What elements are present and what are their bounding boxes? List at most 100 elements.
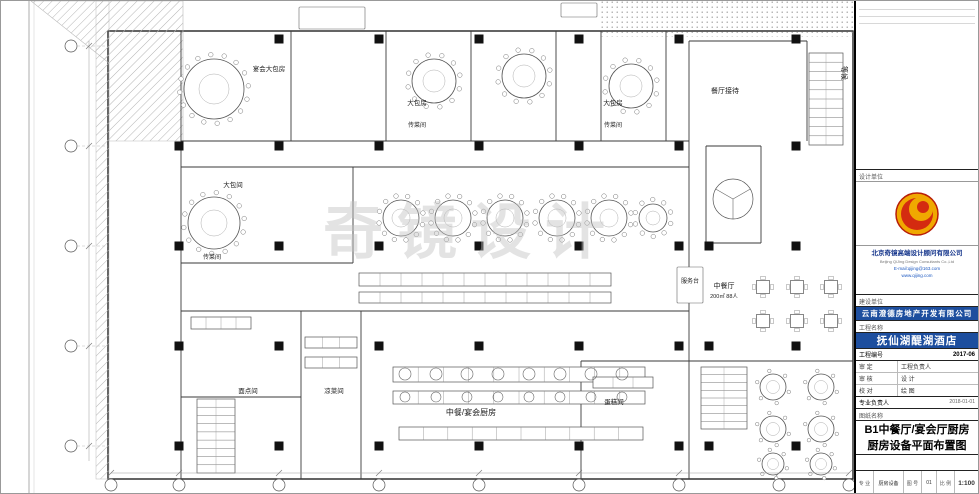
column [791,341,801,351]
equipment-counter [304,356,358,369]
chair [200,192,206,198]
chair [815,368,820,373]
revision-row [859,17,975,24]
chair [495,236,501,243]
grid-bubble [172,478,186,492]
column [474,441,484,451]
round-table [382,199,420,237]
chair [213,190,219,196]
scale-value: 1:100 [958,479,975,487]
chair [539,92,545,98]
approval-table: 审 定 工程负责人 审 核 设 计 校 对 绘 图 [856,361,978,397]
round-table [590,199,628,237]
chair [806,438,811,443]
plan-box [676,266,704,304]
room-label: 蛋糕间 [604,397,624,406]
grid-bubble [64,39,78,53]
chair [767,447,772,452]
chair [423,103,429,109]
round-table [809,452,833,476]
chair [405,84,411,90]
company-info: 北京奇镜高端设计顾问有限公司 Beijing QiJing Design Con… [856,246,978,295]
chair [497,193,503,199]
chair [537,230,544,236]
chair [437,104,443,110]
chair [419,222,426,228]
sheet-title: B1中餐厅/宴会厅厨房 厨房设备平面布置图 [856,421,978,455]
logo-swirl-icon [895,191,939,236]
project-label: 工程名称 [856,321,978,333]
chair [472,210,478,216]
chair [539,198,545,205]
watermark-text: 奇镜设计 [323,199,619,266]
chair [621,231,627,238]
chair [222,248,228,254]
chair [449,97,455,103]
chair [569,231,575,238]
chair [561,193,567,200]
chair [822,443,827,448]
chair [241,215,247,222]
revision-row [859,10,975,17]
column [374,241,384,251]
chair [611,237,617,243]
approval-cell: 审 定 [856,361,898,373]
room-label: 面点间 [238,387,258,395]
chair [755,422,760,427]
chair [195,55,201,62]
steamer [553,367,567,381]
round-table [183,58,245,120]
column [174,441,184,451]
rotary-feature [712,178,754,220]
chair [653,91,659,97]
chair [226,194,232,200]
round-table [434,199,472,237]
column [574,341,584,351]
chair [184,64,191,70]
room-label: 大包间 [223,180,243,189]
chair [502,91,508,97]
round-table [486,199,524,237]
chair [609,101,615,107]
chair [622,57,628,63]
chair [529,48,535,54]
chair [757,457,762,462]
chair [783,373,788,378]
chair [628,210,634,216]
column [704,441,714,451]
chair [214,120,220,126]
approval-cell: 绘 图 [901,388,915,395]
chair [495,79,501,85]
room-label: 餐厅接待 [711,86,739,95]
round-table [187,196,241,250]
chair [180,102,187,108]
column [274,141,284,151]
chair [383,198,389,205]
round-tables [177,47,839,481]
sheet-title-line1: B1中餐厅/宴会厅厨房 [864,423,970,436]
chair [602,89,608,95]
steamer [398,367,412,381]
chair [413,59,419,65]
steamer [399,391,411,403]
steamer [429,367,443,381]
column [574,34,584,44]
square-table [824,280,838,294]
chair [767,368,772,373]
room-label: 大包房 [407,98,427,107]
chair [413,231,419,238]
chair [636,58,642,64]
chair [189,112,195,119]
equipment-counter [592,376,654,389]
chair [584,220,590,226]
grid-bubble [572,478,586,492]
site-hatch [30,1,854,480]
chair [803,380,808,385]
chair [627,222,634,228]
steamer [615,367,629,381]
chair [443,236,449,243]
chair [507,237,513,243]
chair [405,193,411,200]
